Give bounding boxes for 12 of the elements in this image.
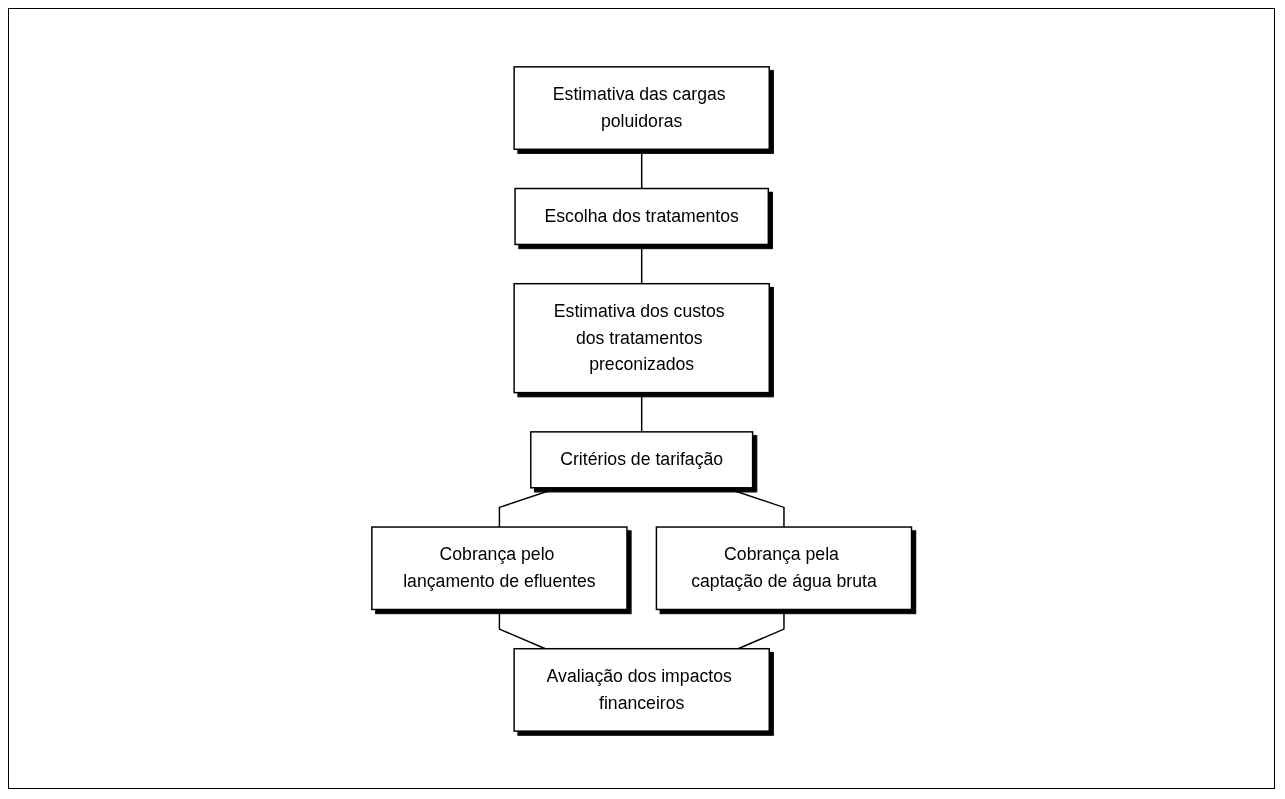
connector [737,608,785,649]
node-box: Escolha dos tratamentos [514,187,769,245]
node-box: Cobrança pela captação de água bruta [655,525,913,610]
connector [640,391,643,433]
connector [640,148,643,189]
node-box: Critérios de tarifação [529,430,754,489]
node-box: Estimativa dos custos dos tratamentos preconizados [513,282,770,393]
node-box: Cobrança pelo lançamento de efluentes [370,525,628,610]
node-box: Estimativa das cargas poluidoras [513,65,770,150]
node-box: Avaliação dos impactos financeiros [513,647,770,732]
connector [498,608,546,649]
connector [640,243,643,284]
